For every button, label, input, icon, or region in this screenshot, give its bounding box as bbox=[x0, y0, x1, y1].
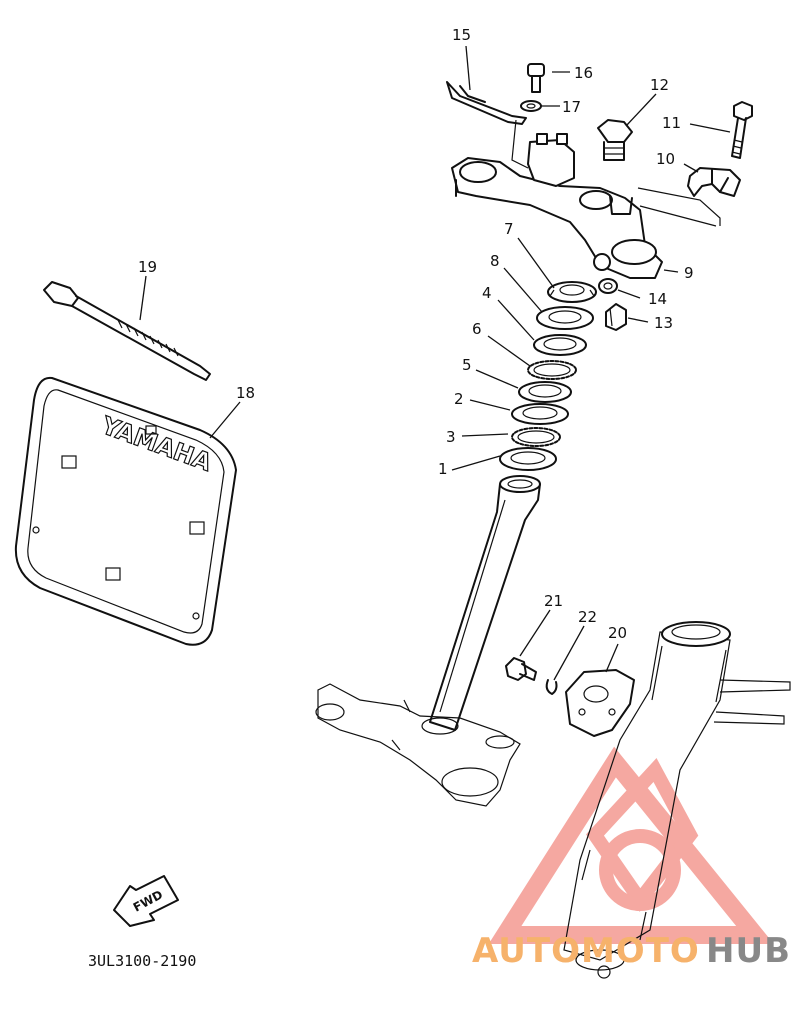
bearing-race-2 bbox=[511, 403, 569, 425]
label-13: 13 bbox=[654, 314, 673, 332]
cap-13 bbox=[605, 303, 627, 331]
label-11: 11 bbox=[662, 114, 681, 132]
watermark-text-b: HUB bbox=[706, 931, 791, 971]
label-14: 14 bbox=[648, 290, 667, 308]
label-4: 4 bbox=[482, 284, 492, 302]
upper-bracket-9 bbox=[451, 119, 721, 279]
cable-guide-bracket bbox=[446, 81, 527, 125]
washer-14 bbox=[598, 278, 618, 294]
bolt-16 bbox=[527, 63, 545, 93]
label-10: 10 bbox=[656, 150, 675, 168]
washer-17 bbox=[520, 100, 542, 112]
ring-nut-7 bbox=[547, 281, 597, 303]
part-labels: 15 16 17 12 11 10 9 7 8 14 4 13 6 5 2 3 … bbox=[138, 26, 694, 642]
number-plate-18: YAMAHA bbox=[14, 376, 237, 646]
label-20: 20 bbox=[608, 624, 627, 642]
leader-lines bbox=[139, 45, 731, 681]
bracket-20 bbox=[565, 669, 635, 737]
bearing-race-1 bbox=[499, 447, 557, 471]
plate-emblem-text: YAMAHA bbox=[97, 411, 216, 477]
watermark-text-a: AUTOMOTO bbox=[472, 931, 700, 971]
label-5: 5 bbox=[462, 356, 472, 374]
label-8: 8 bbox=[490, 252, 500, 270]
dust-seal-4 bbox=[533, 334, 587, 356]
label-19: 19 bbox=[138, 258, 157, 276]
label-21: 21 bbox=[544, 592, 563, 610]
label-2: 2 bbox=[454, 390, 464, 408]
diagram-code: 3UL3100-2190 bbox=[88, 952, 196, 970]
ball-bearing-3 bbox=[511, 427, 561, 447]
watermark-text: AUTOMOTO HUB bbox=[472, 931, 791, 971]
ball-bearing-6 bbox=[527, 360, 577, 380]
bolt-21 bbox=[505, 657, 537, 681]
cable-tie-19 bbox=[43, 281, 211, 381]
label-3: 3 bbox=[446, 428, 456, 446]
lock-washer-8 bbox=[536, 306, 594, 330]
label-22: 22 bbox=[578, 608, 597, 626]
washer-22 bbox=[545, 679, 558, 695]
label-15: 15 bbox=[452, 26, 471, 44]
label-1: 1 bbox=[438, 460, 448, 478]
label-18: 18 bbox=[236, 384, 255, 402]
forward-arrow-icon: FWD bbox=[113, 875, 179, 927]
steering-stem bbox=[429, 475, 541, 731]
label-9: 9 bbox=[684, 264, 694, 282]
bearing-race-5 bbox=[518, 381, 572, 403]
under-bracket bbox=[315, 683, 521, 807]
bolt-11 bbox=[731, 101, 753, 159]
front-fork-tube bbox=[563, 621, 791, 979]
watermark-logo-icon bbox=[488, 746, 774, 944]
label-7: 7 bbox=[504, 220, 514, 238]
label-12: 12 bbox=[650, 76, 669, 94]
label-16: 16 bbox=[574, 64, 593, 82]
handlebar-holder-10 bbox=[687, 167, 741, 197]
stem-nut-12 bbox=[597, 119, 633, 161]
label-6: 6 bbox=[472, 320, 482, 338]
label-17: 17 bbox=[562, 98, 581, 116]
